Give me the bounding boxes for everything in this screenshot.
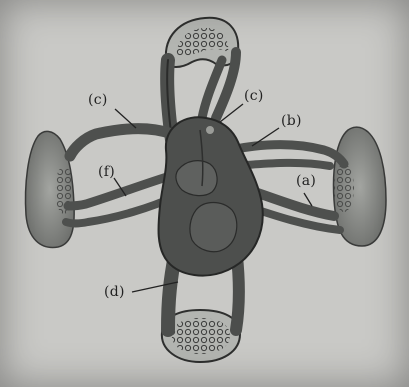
heart xyxy=(158,117,262,275)
label-d: (d) xyxy=(104,284,125,300)
left-lung xyxy=(26,131,75,247)
label-a: (a) xyxy=(296,173,316,189)
upper-capillary-bed xyxy=(166,18,238,67)
label-f: (f) xyxy=(98,164,115,180)
label-c-top: (c) xyxy=(244,88,264,104)
label-c-left: (c) xyxy=(88,92,108,108)
label-b: (b) xyxy=(281,113,302,129)
